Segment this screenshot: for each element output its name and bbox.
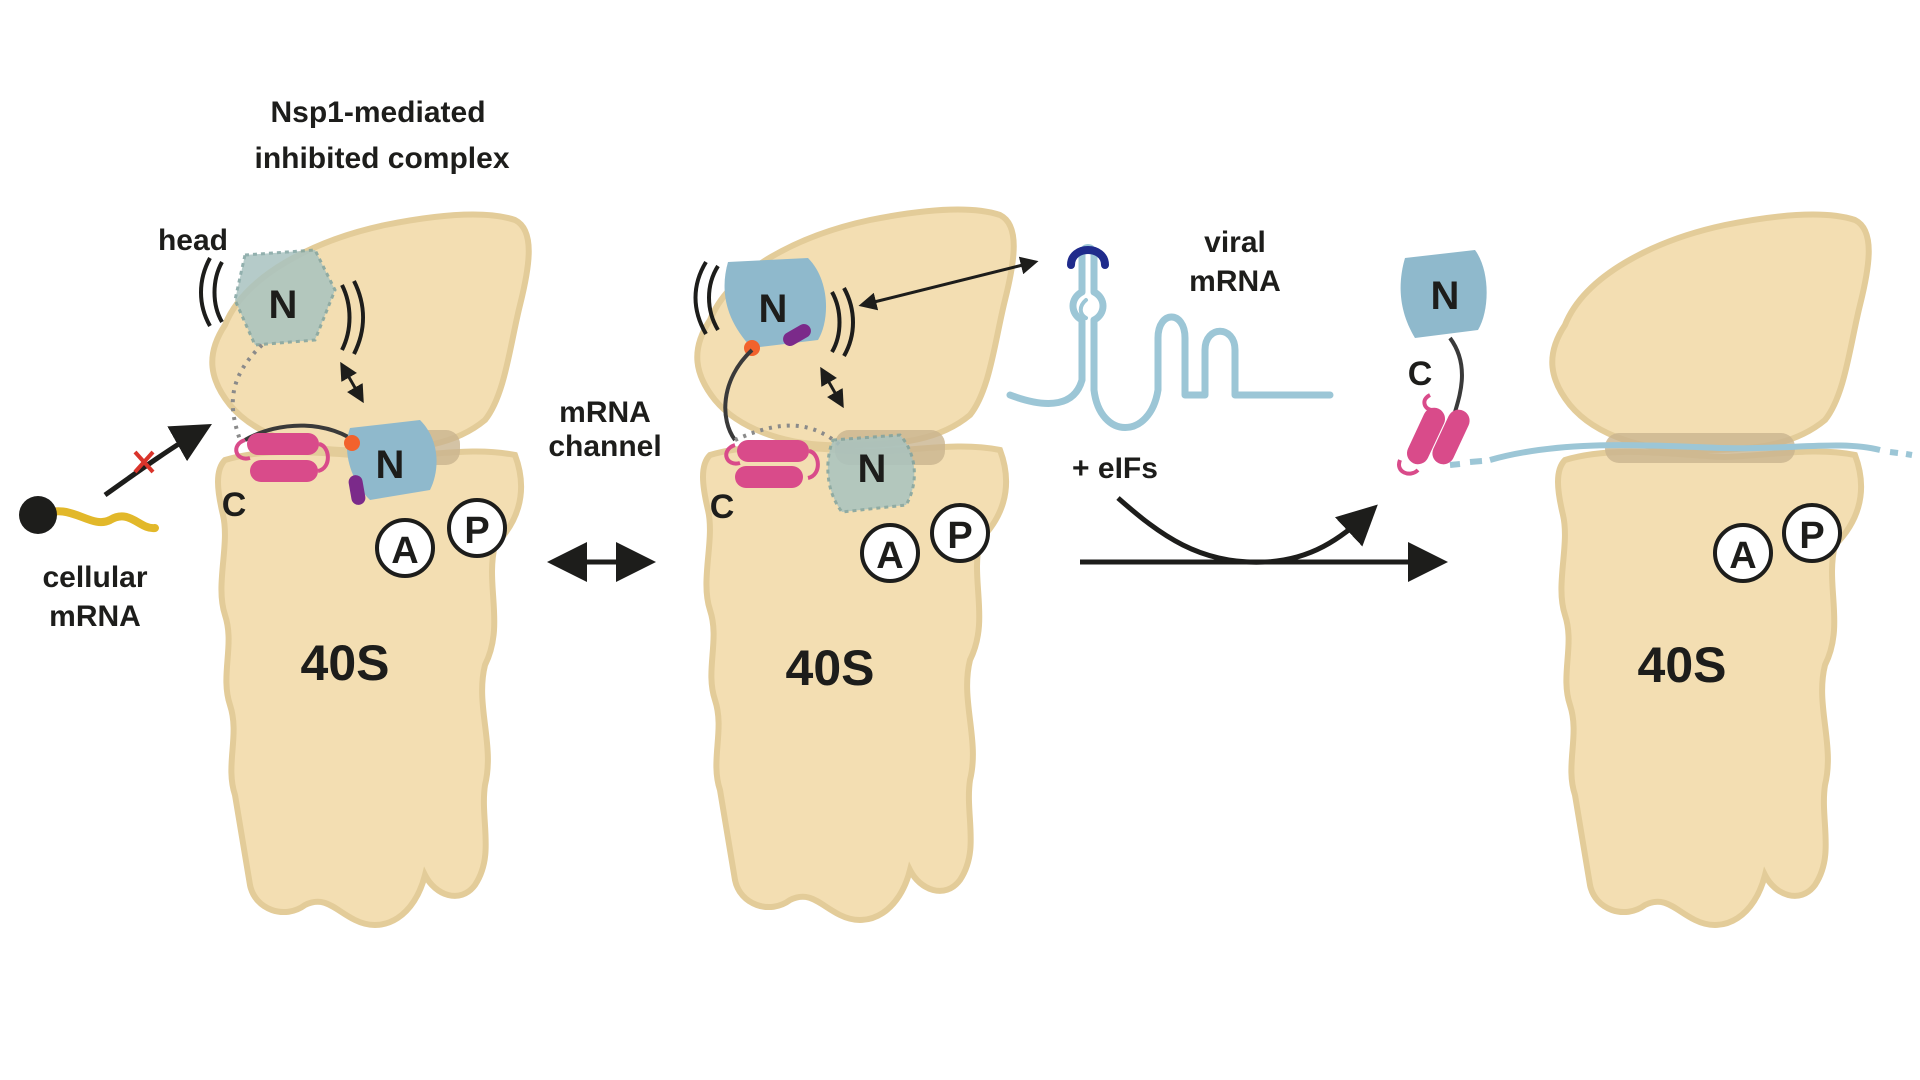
head-label: head (158, 224, 228, 257)
ribosome-label: 40S (301, 635, 390, 691)
site-a: A (860, 523, 920, 583)
n-domain-bound: N (344, 420, 437, 505)
ribosome-40s-panel-3: A P 40S (1449, 215, 1913, 925)
c-label: C (222, 486, 247, 524)
svg-text:A: A (876, 535, 903, 577)
svg-text:P: P (947, 515, 972, 557)
purple-patch (783, 324, 811, 346)
motion-lines-icon (199, 257, 365, 355)
site-a: A (1713, 523, 1773, 583)
title-line-2: inhibited complex (254, 142, 509, 175)
cellular-mrna (19, 496, 159, 534)
orange-patch (344, 435, 360, 451)
blocked-entry-arrow (103, 424, 212, 498)
mrna-continuation (1449, 449, 1913, 468)
c-domain-helices: C (222, 433, 330, 524)
block-x-icon (133, 450, 155, 474)
svg-text:P: P (1799, 515, 1824, 557)
c-label: C (710, 488, 735, 526)
binding-arrow-icon (858, 256, 1039, 311)
title-line-1: Nsp1-mediated (270, 96, 485, 129)
c-domain-helices: C (710, 440, 820, 526)
ribosome-shape (1552, 215, 1868, 925)
site-p: P (1782, 503, 1842, 563)
viral-label-1: viral (1204, 226, 1266, 259)
double-arrow-icon (340, 361, 364, 404)
eifs-label: + eIFs (1072, 452, 1158, 485)
n-domain-active: N (724, 258, 827, 356)
double-arrow-icon (820, 366, 844, 409)
svg-text:A: A (391, 530, 418, 572)
ribosome-40s-panel-2: N C N A P 40S (693, 210, 1014, 920)
ribosome-label: 40S (1638, 637, 1727, 693)
n-domain-faded: N (233, 248, 337, 347)
channel-label-2: channel (548, 430, 661, 463)
viral-mrna (1006, 244, 1334, 431)
viral-mrna-bound (1489, 442, 1881, 463)
n-label: N (269, 283, 298, 327)
c-domain-helices (1397, 393, 1470, 476)
mrna-cap-icon (19, 496, 57, 534)
cellular-label-1: cellular (42, 561, 147, 594)
svg-text:A: A (1729, 535, 1756, 577)
site-p: P (930, 503, 990, 563)
ribosome-40s-panel-1: N C N A (199, 215, 529, 925)
site-p: P (447, 498, 507, 558)
cellular-label-2: mRNA (49, 600, 141, 633)
purple-patch (348, 475, 366, 505)
channel-label-1: mRNA (559, 396, 651, 429)
n-label: N (1431, 274, 1460, 318)
viral-label-2: mRNA (1189, 265, 1281, 298)
c-label: C (1408, 355, 1433, 393)
site-a: A (375, 518, 435, 578)
n-domain-faded: N (826, 433, 916, 514)
svg-text:P: P (464, 510, 489, 552)
n-label: N (858, 447, 887, 491)
n-label: N (376, 443, 405, 487)
nsp1-released: N C (1397, 250, 1487, 476)
motion-lines-icon (693, 260, 855, 357)
release-arrow-icon (1116, 496, 1378, 565)
ribosome-label: 40S (786, 640, 875, 696)
n-label: N (759, 287, 788, 331)
